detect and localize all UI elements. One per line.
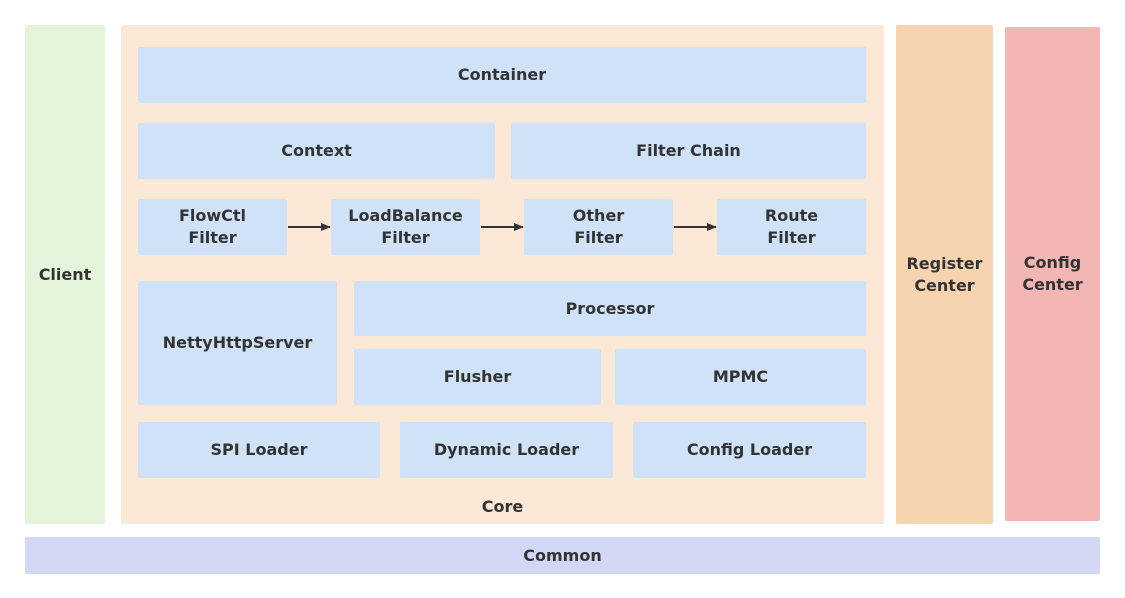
flowctl-filter-label-line2: Filter [188,228,237,247]
route-filter-label-line2: Filter [767,228,816,247]
flusher-module: Flusher [354,349,601,405]
other-filter-module: Other Filter [524,199,673,255]
spi-loader-module: SPI Loader [138,422,380,478]
filter-chain-label: Filter Chain [636,141,741,160]
flowctl-filter-module: FlowCtl Filter [138,199,287,255]
container-module: Container [138,47,866,103]
netty-http-server-label: NettyHttpServer [162,333,313,352]
loadbalance-filter-label-line1: LoadBalance [348,206,463,225]
register-center-block: Register Center [896,25,993,524]
netty-http-server-module: NettyHttpServer [138,281,337,405]
mpmc-label: MPMC [712,367,769,386]
dynamic-loader-module: Dynamic Loader [400,422,613,478]
common-label: Common [523,545,602,565]
container-label: Container [457,65,547,84]
processor-label: Processor [565,298,655,318]
filter-chain-module: Filter Chain [511,123,866,179]
client-label: Client [38,264,92,284]
context-module: Context [138,123,495,179]
loadbalance-filter-module: LoadBalance Filter [331,199,480,255]
config-loader-label: Config Loader [686,440,813,459]
config-center-label-line1: Config [1023,253,1082,272]
other-filter-label-line2: Filter [574,228,623,247]
flusher-label: Flusher [443,367,512,386]
mpmc-module: MPMC [615,349,866,405]
spi-loader-label: SPI Loader [210,440,308,459]
flowctl-filter-label-line1: FlowCtl [178,206,247,225]
common-block: Common [25,537,1100,574]
other-filter-label-line1: Other [572,206,625,225]
core-label: Core [481,497,524,516]
dynamic-loader-label: Dynamic Loader [433,440,580,459]
config-center-block: Config Center [1005,27,1100,521]
route-filter-label-line1: Route [764,206,819,225]
config-center-label-line2: Center [1022,275,1083,294]
processor-module: Processor [354,281,866,336]
client-block: Client [25,25,105,524]
register-center-label-line2: Center [914,275,975,295]
loadbalance-filter-label-line2: Filter [381,228,430,247]
register-center-label-line1: Register [906,253,983,273]
config-loader-module: Config Loader [633,422,866,478]
route-filter-module: Route Filter [717,199,866,255]
context-label: Context [281,141,352,160]
